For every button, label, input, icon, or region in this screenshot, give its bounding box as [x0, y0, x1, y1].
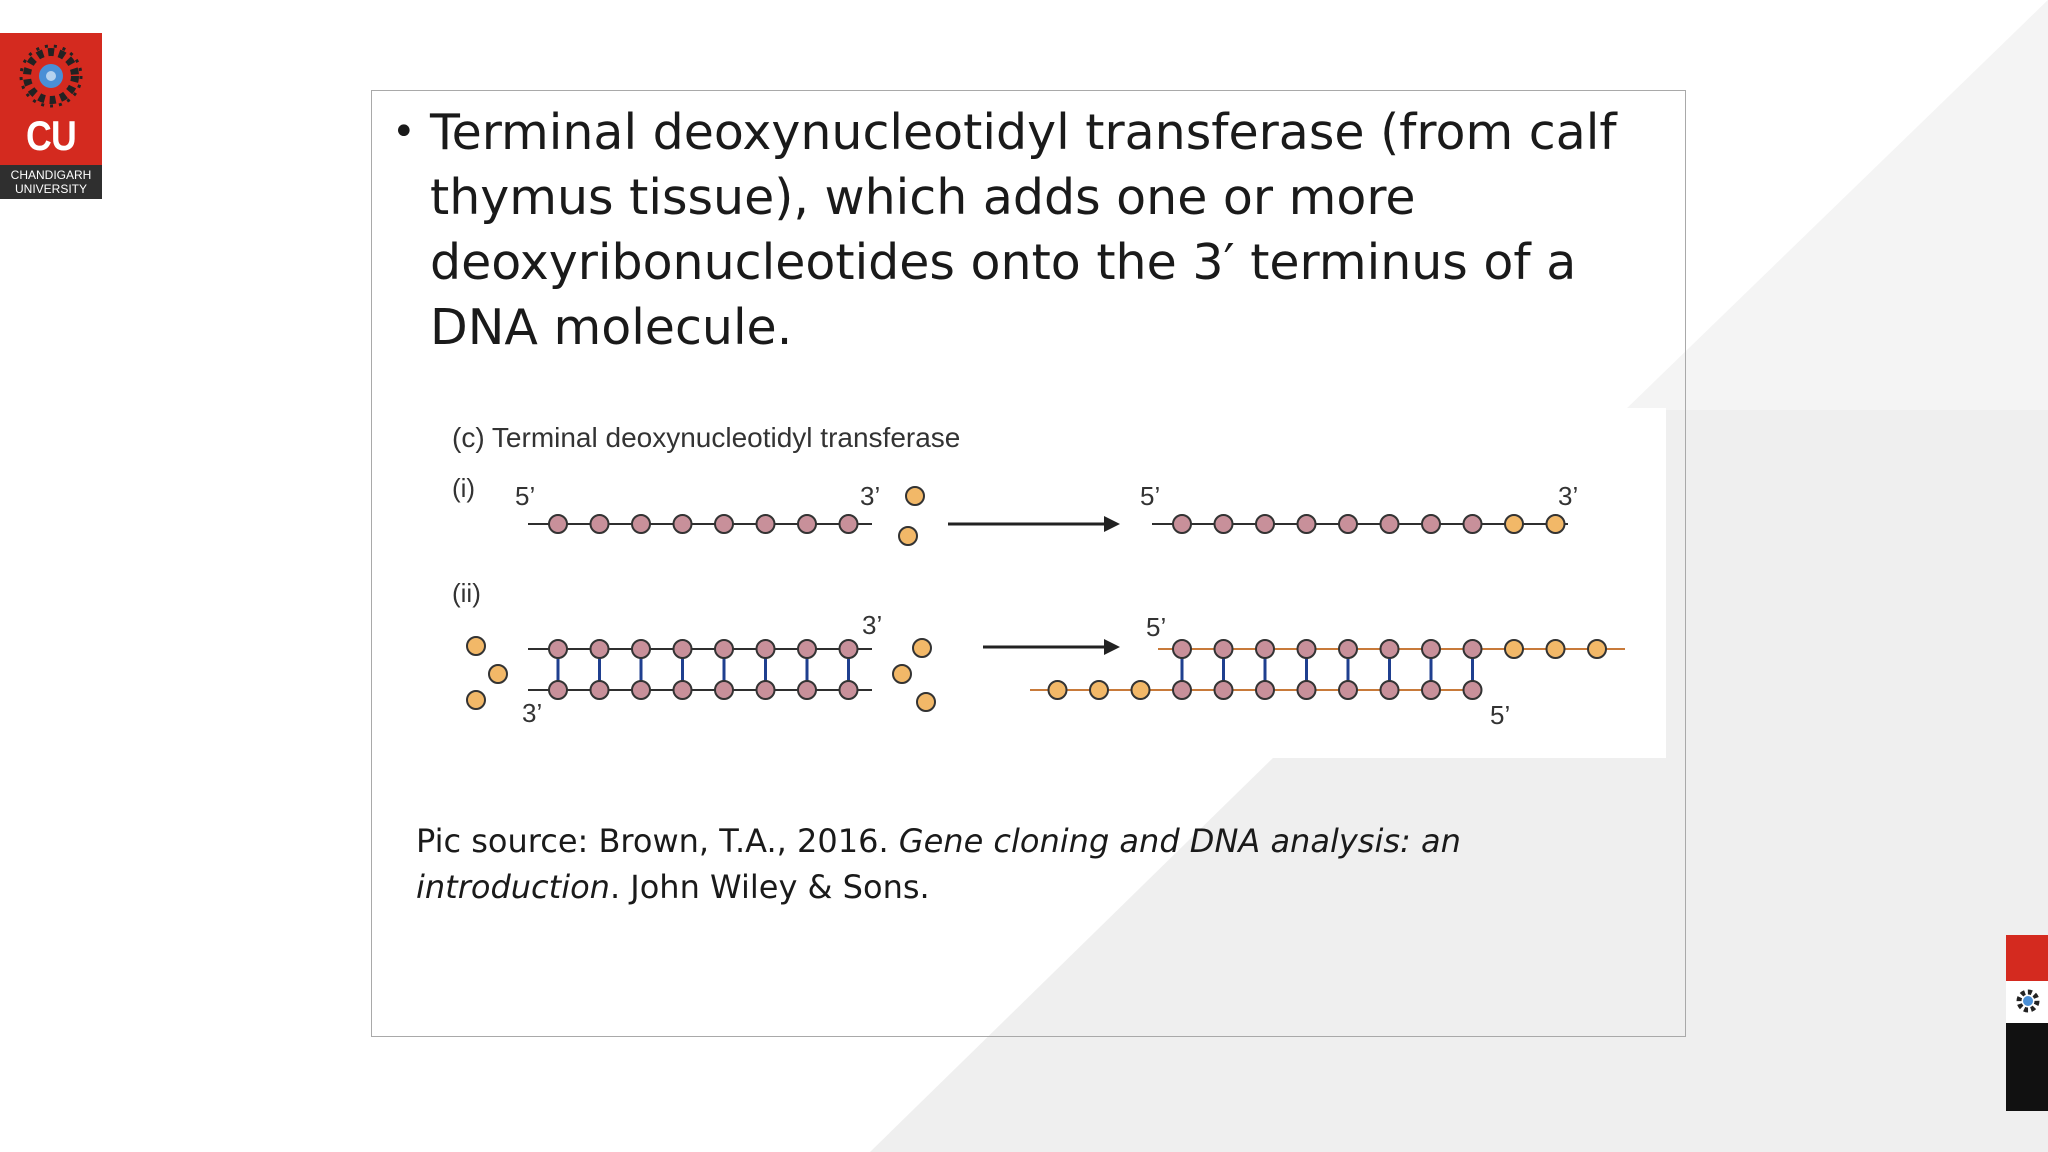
panel-i-right-3-label: 3’ [1558, 481, 1578, 511]
side-accent-black [2006, 1023, 2048, 1111]
panel-i-left-5-label: 5’ [515, 481, 535, 511]
panel-ii-label: (ii) [452, 578, 481, 608]
nucleotide [631, 639, 651, 659]
nucleotide [548, 639, 568, 659]
added-nucleotide [1130, 680, 1151, 700]
panel-ii-right-5-label: 5’ [1146, 612, 1166, 642]
nucleotide [1172, 514, 1192, 534]
university-emblem-icon [19, 44, 83, 108]
nucleotide [589, 514, 610, 534]
picture-source: Pic source: Brown, T.A., 2016. Gene clon… [416, 818, 1666, 910]
panel-ii-right-bottom-5-label: 5’ [1490, 700, 1510, 730]
source-prefix: Pic source: Brown, T.A., 2016. [416, 822, 899, 860]
nucleotide [1462, 680, 1483, 700]
nucleotide [1379, 514, 1400, 534]
nucleotide [1172, 639, 1192, 659]
free-nucleotide [905, 486, 925, 506]
nucleotide [838, 639, 859, 659]
nucleotide [797, 514, 817, 534]
nucleotide [755, 680, 776, 700]
free-nucleotide [488, 664, 508, 684]
nucleotide [631, 680, 651, 700]
nucleotide [1379, 680, 1400, 700]
nucleotide [714, 514, 734, 534]
added-nucleotide [1047, 680, 1068, 700]
added-nucleotide [1587, 639, 1607, 659]
source-suffix: . John Wiley & Sons. [609, 868, 930, 906]
free-nucleotide [892, 664, 912, 684]
nucleotide [714, 639, 734, 659]
nucleotide [1462, 514, 1483, 534]
panel-i-left-3-label: 3’ [860, 481, 880, 511]
nucleotide [1421, 639, 1441, 659]
nucleotide [755, 639, 776, 659]
panel-i-right-5-label: 5’ [1140, 481, 1160, 511]
nucleotide [589, 639, 610, 659]
added-nucleotide [1089, 680, 1109, 700]
free-nucleotide [898, 526, 918, 546]
nucleotide [1172, 680, 1192, 700]
free-nucleotide [466, 690, 486, 710]
panel-ii-left-3-label: 3’ [862, 610, 882, 640]
panel-ii-left-bottom-3-label: 3’ [522, 698, 542, 728]
nucleotide [1338, 514, 1358, 534]
nucleotide [1462, 639, 1483, 659]
nucleotide [589, 680, 610, 700]
added-nucleotide [1504, 514, 1524, 534]
nucleotide [797, 680, 817, 700]
panel-i-label: (i) [452, 473, 475, 503]
free-nucleotide [916, 692, 936, 712]
gear-icon [2016, 989, 2040, 1013]
nucleotide [1255, 639, 1275, 659]
nucleotide [548, 680, 568, 700]
free-nucleotide [912, 638, 932, 658]
nucleotide [1213, 680, 1234, 700]
nucleotide [672, 680, 693, 700]
side-accent-red [2006, 935, 2048, 981]
dna-diagram: (i) 5’ 3’ 5’ 3’ (ii) 3’ 3’ 5’ 5’ [452, 473, 1625, 730]
free-nucleotide [466, 636, 486, 656]
nucleotide [1255, 680, 1275, 700]
nucleotide [838, 514, 859, 534]
nucleotide [1296, 514, 1317, 534]
added-nucleotide [1504, 639, 1524, 659]
nucleotide [548, 514, 568, 534]
nucleotide [838, 680, 859, 700]
panel-ii-arrow-head [1104, 639, 1120, 655]
logo-name-line2: UNIVERSITY [14, 182, 87, 196]
nucleotide [797, 639, 817, 659]
added-nucleotide [1545, 514, 1566, 534]
nucleotide [1421, 514, 1441, 534]
nucleotide [1379, 639, 1400, 659]
dna-figure: (i) 5’ 3’ 5’ 3’ (ii) 3’ 3’ 5’ 5’ (c) Terminal deo… [440, 408, 1666, 758]
nucleotide [1421, 680, 1441, 700]
nucleotide [714, 680, 734, 700]
nucleotide [672, 639, 693, 659]
nucleotide [1296, 680, 1317, 700]
nucleotide [755, 514, 776, 534]
logo-name-line1: CHANDIGARH [10, 168, 92, 182]
nucleotide [1296, 639, 1317, 659]
nucleotide [1213, 639, 1234, 659]
logo-abbreviation: CU [26, 112, 77, 159]
panel-i-arrow-head [1104, 516, 1120, 532]
nucleotide [672, 514, 693, 534]
bullet-text: Terminal deoxynucleotidyl transferase (f… [430, 104, 1617, 356]
nucleotide [1338, 680, 1358, 700]
nucleotide [1338, 639, 1358, 659]
nucleotide [631, 514, 651, 534]
added-nucleotide [1545, 639, 1566, 659]
content-frame [371, 90, 1686, 1037]
figure-caption: (c) Terminal deoxynucleotidyl transferas… [452, 422, 961, 453]
logo-university-name: CHANDIGARH UNIVERSITY [0, 165, 102, 199]
nucleotide [1255, 514, 1275, 534]
nucleotide [1213, 514, 1234, 534]
bullet-marker: • [392, 109, 416, 155]
university-logo: CU CHANDIGARH UNIVERSITY [0, 33, 102, 199]
source-title: Gene cloning and DNA analysis: an introd… [416, 822, 1461, 906]
